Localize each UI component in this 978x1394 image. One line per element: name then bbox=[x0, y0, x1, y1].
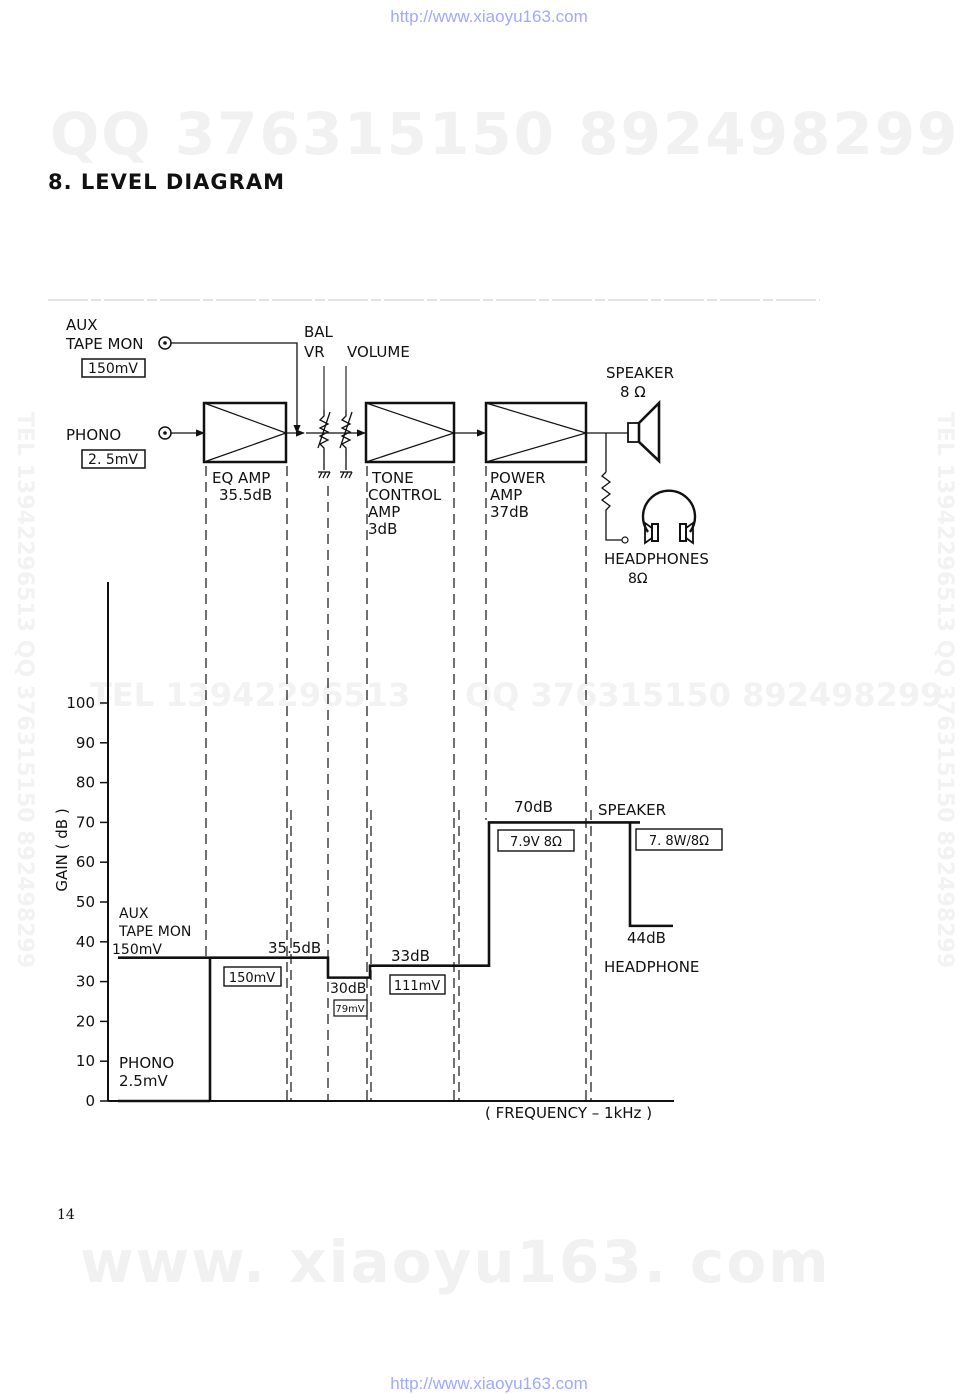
volume-potentiometer-icon bbox=[339, 366, 353, 479]
headphone-level-trace bbox=[628, 822, 673, 928]
y-tick-label: 20 bbox=[76, 1012, 95, 1030]
phono-graph-level: 2.5mV bbox=[119, 1072, 168, 1090]
power-amp-label: AMP bbox=[490, 486, 522, 504]
speaker-impedance: 8 Ω bbox=[620, 383, 646, 401]
power-gain-label: 70dB bbox=[514, 798, 553, 816]
tone-amp-label: AMP bbox=[368, 503, 400, 521]
page-title: 8. LEVEL DIAGRAM bbox=[48, 170, 285, 194]
phono-graph-label: PHONO bbox=[119, 1054, 174, 1072]
aux-graph-level: 150mV bbox=[112, 942, 162, 958]
aux-tape-mon-graph-label: TAPE MON bbox=[118, 924, 191, 940]
aux-graph-label: AUX bbox=[119, 906, 149, 922]
headphone-gain-label: 44dB bbox=[627, 929, 666, 947]
power-level-box bbox=[497, 829, 575, 852]
aux-input-label: AUX bbox=[66, 316, 98, 334]
y-tick-label: 10 bbox=[76, 1052, 95, 1070]
volume-gain-label: 30dB bbox=[330, 981, 366, 997]
phono-input-label: PHONO bbox=[66, 426, 121, 444]
tone-control-amp-block bbox=[364, 401, 456, 464]
eq-gain-label: 35.5dB bbox=[268, 939, 321, 957]
volume-label: VOLUME bbox=[347, 343, 410, 361]
eq-level-box bbox=[223, 966, 282, 987]
eq-level-value: 150mV bbox=[229, 971, 275, 986]
header-url-bottom[interactable]: http://www.xiaoyu163.com bbox=[390, 1374, 588, 1393]
y-tick-label: 90 bbox=[76, 734, 95, 752]
tone-level-box bbox=[389, 974, 446, 995]
aux-level-value: 150mV bbox=[88, 361, 138, 377]
headphones-output-label: HEADPHONES bbox=[604, 550, 709, 568]
watermark-www-bottom: www. xiaoyu163. com bbox=[80, 1228, 831, 1296]
volume-level-box bbox=[333, 999, 368, 1017]
y-tick-label: 80 bbox=[76, 774, 95, 792]
tone-amp-gain: 3dB bbox=[368, 520, 397, 538]
balance-potentiometer-icon bbox=[317, 366, 331, 479]
bal-label: BAL bbox=[304, 323, 334, 341]
header-url-top[interactable]: http://www.xiaoyu163.com bbox=[390, 7, 588, 26]
headphone-resistor-icon bbox=[600, 471, 622, 541]
tone-level-value: 111mV bbox=[394, 979, 440, 994]
aux-tape-mon-label: TAPE MON bbox=[65, 335, 144, 353]
stage-guides bbox=[205, 466, 592, 1100]
watermark-qq-top: QQ 376315150 892498299 bbox=[50, 100, 960, 168]
bal-vr-label: VR bbox=[304, 343, 325, 361]
watermark-qq-mid: QQ 376315150 892498299 bbox=[465, 676, 942, 714]
y-tick-label: 0 bbox=[85, 1092, 95, 1110]
y-tick-label: 60 bbox=[76, 853, 95, 871]
watermark-tel-mid: TEL 13942296513 bbox=[90, 676, 410, 714]
headphones-impedance: 8Ω bbox=[628, 571, 648, 587]
speaker-level-value: 7. 8W/8Ω bbox=[649, 834, 709, 849]
power-level-value: 7.9V 8Ω bbox=[510, 835, 562, 850]
aux-level-box bbox=[81, 358, 146, 378]
eq-amp-label: EQ AMP bbox=[212, 469, 270, 487]
y-tick-label: 100 bbox=[66, 694, 95, 712]
y-axis-label: GAIN ( dB ) bbox=[53, 808, 71, 891]
tone-gain-label: 33dB bbox=[391, 947, 430, 965]
tone-label: TONE bbox=[371, 469, 414, 487]
phono-level-box bbox=[81, 449, 146, 469]
page-number: 14 bbox=[57, 1207, 75, 1223]
y-tick-label: 40 bbox=[76, 933, 95, 951]
speaker-icon bbox=[627, 399, 661, 465]
y-tick-label: 30 bbox=[76, 973, 95, 991]
y-ticks: 0 10 20 30 40 50 60 70 80 90 100 bbox=[66, 694, 108, 1110]
eq-amp-block bbox=[202, 401, 288, 464]
eq-amp-gain: 35.5dB bbox=[219, 486, 272, 504]
speaker-level-box bbox=[635, 828, 723, 851]
watermark-side-left: TEL 13942296513 QQ 376315150 892498299 bbox=[12, 412, 37, 968]
y-tick-label: 50 bbox=[76, 893, 95, 911]
power-label: POWER bbox=[490, 469, 546, 487]
watermark-side-right: TEL 13942296513 QQ 376315150 892498299 bbox=[932, 412, 957, 968]
phono-level-value: 2. 5mV bbox=[88, 452, 138, 468]
level-trace bbox=[118, 821, 640, 979]
block-diagram: AUX TAPE MON 150mV PHONO 2. 5mV EQ AMP 3… bbox=[65, 316, 709, 587]
volume-level-value: 79mV bbox=[335, 1004, 364, 1015]
aux-signal-line bbox=[171, 342, 301, 434]
y-tick-label: 70 bbox=[76, 813, 95, 831]
tone-control-label: CONTROL bbox=[368, 486, 442, 504]
headphones-icon bbox=[641, 489, 697, 545]
power-amp-block bbox=[484, 401, 588, 464]
gain-graph: 0 10 20 30 40 50 60 70 80 90 100 GAIN ( dB ) ( FRE… bbox=[53, 582, 723, 1122]
speaker-output-label: SPEAKER bbox=[606, 364, 674, 382]
headphone-graph-label: HEADPHONE bbox=[604, 958, 699, 976]
x-axis-label: ( FREQUENCY – 1kHz ) bbox=[485, 1104, 652, 1122]
power-amp-gain: 37dB bbox=[490, 503, 529, 521]
speaker-graph-label: SPEAKER bbox=[598, 801, 666, 819]
